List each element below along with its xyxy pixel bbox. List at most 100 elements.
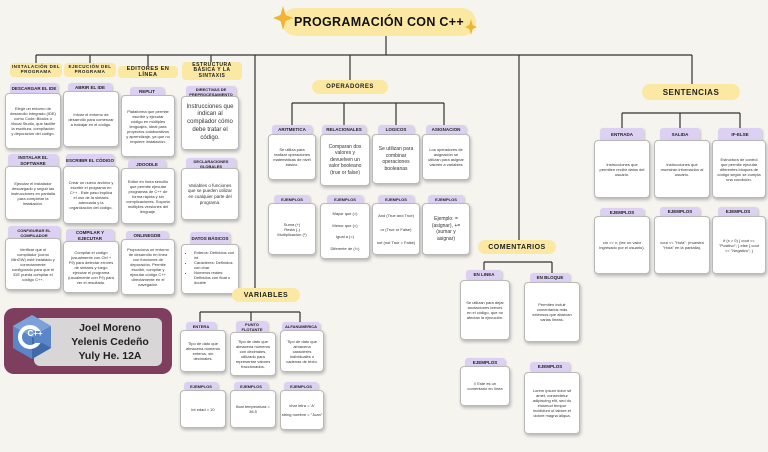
variable-label: PUNTO FLOTANTE — [236, 321, 268, 333]
example-card: And (True and True) or (True or False) n… — [372, 203, 420, 255]
example-card: Lorem ipsum dolor sit amet, consectetur … — [524, 372, 580, 434]
branch-ejecucion: EJECUCIÓN DEL PROGRAMA — [64, 63, 116, 77]
sentence-label: IF-ELSE — [718, 128, 762, 142]
author-name: Yuly He. 12A — [78, 350, 142, 362]
section-label: REPLIT — [130, 87, 164, 97]
example-item: Menor que (<) — [332, 222, 358, 228]
example-item: Igual a (=) — [335, 234, 355, 240]
section-card: Verificar que el compilador (como MinGW)… — [5, 238, 61, 290]
branch-editores: EDITORES EN LÍNEA — [118, 66, 178, 78]
page-title: PROGRAMACIÓN CON C++ — [294, 15, 464, 29]
comment-card: Permiten incluir comentarios más extenso… — [524, 282, 580, 342]
branch-variables: VARIABLES — [232, 288, 300, 302]
operator-card: Los operadores de asignación se utilizan… — [422, 134, 470, 180]
example-card: Ejemplo: = (asignar), += (sumar y asigna… — [422, 203, 470, 255]
branch-instalacion: INSTALACIÓN DEL PROGRAMA — [10, 63, 62, 77]
example-card: char letra = 'A' string nombre = "Juan" — [280, 390, 324, 430]
cpp-logo-icon — [13, 315, 51, 359]
operator-label: ASIGNACION — [426, 125, 466, 135]
example-card: Suma (+) Resta (-) Multiplicación (*) — [268, 203, 316, 255]
section-card: Editor en línea sencillo que permite eje… — [121, 168, 175, 224]
section-card: Proporciona un entorno de desarrollo en … — [121, 239, 175, 295]
comment-card: Se utilizan para dejar anotaciones breve… — [460, 280, 510, 340]
example-item: Resta (-) — [284, 226, 300, 232]
examples-label: EJEMPLOS — [660, 207, 700, 217]
example-item: string nombre = "Juan" — [281, 412, 323, 417]
variable-card: Tipo de dato que almacena números con de… — [230, 332, 276, 376]
example-item: or (True or False) — [380, 226, 412, 232]
sentence-label: SALIDA — [660, 128, 700, 142]
example-card: if (x > 0) { cout << "Positivo"; } else … — [712, 216, 766, 274]
section-label: COMPILAR Y EJECUTAR — [66, 229, 114, 243]
example-item: char letra = 'A' — [289, 403, 315, 408]
example-card: Mayor que (>) Menor que (<) Igual a (=) … — [320, 203, 370, 259]
comment-label: EN LINEA — [466, 270, 502, 280]
branch-estructura: ESTRUCTURA BÁSICA Y LA SINTAXIS — [182, 62, 242, 80]
example-card: cin >> x; (lee un valor ingresado por el… — [594, 216, 650, 274]
example-card: // Este es un comentario en línea — [460, 366, 510, 406]
section-label: ABRIR EL IDE — [68, 83, 112, 93]
examples-label: EJEMPLOS — [284, 382, 318, 391]
section-label: ESCRIBIR EL CÓDIGO — [66, 154, 114, 168]
variable-label: ALFANUMERICA — [282, 322, 320, 331]
sentence-card: Instrucciones que permiten recibir datos… — [594, 140, 650, 198]
example-item: Mayor que (>) — [332, 210, 358, 216]
section-card: Iniciar el entorno de desarrollo para co… — [63, 91, 119, 147]
author-name: Yelenis Cedeño — [71, 336, 149, 348]
section-label: CONFIGURAR EL COMPILADOR — [8, 226, 60, 240]
examples-label: EJEMPLOS — [530, 362, 570, 372]
example-item: not (not True = False) — [376, 240, 416, 246]
section-card: Variables o funciones que se pueden util… — [181, 168, 239, 220]
section-label: DESCARGAR EL IDE — [10, 83, 58, 95]
datos-item: Enteros: Definidos con int — [194, 250, 235, 260]
examples-label: EJEMPLOS — [600, 208, 644, 218]
branch-operadores: OPERADORES — [312, 80, 388, 94]
datos-item: Números reales: Definidos con float o do… — [194, 270, 235, 285]
section-card: Ejecutar el instalador descargado y segu… — [5, 166, 61, 220]
operator-label: LOGICOS — [378, 125, 414, 135]
section-label: INSTALAR EL SOFTWARE — [8, 154, 58, 168]
branch-sentencias: SENTENCIAS — [642, 84, 740, 100]
sentence-label: ENTRADA — [600, 128, 644, 142]
title-banner — [282, 8, 476, 36]
operator-card: Se utiliza para realizar operaciones mat… — [268, 134, 316, 180]
sparkle-icon-right — [465, 19, 477, 35]
variable-card: Tipo de dato que almacena números entero… — [180, 330, 226, 372]
branch-comentarios: COMENTARIOS — [478, 240, 556, 254]
variable-label: ENTERA — [186, 322, 216, 331]
variable-card: Tipo de dato que almacena caracteres ind… — [280, 330, 324, 372]
example-item: Suma (+) — [283, 221, 301, 227]
datos-item: Caracteres: Definidos con char — [194, 260, 235, 270]
section-label: DATOS BÁSICOS — [190, 232, 230, 246]
operator-label: ARITMETICA — [272, 125, 312, 135]
examples-label: EJEMPLOS — [718, 207, 758, 217]
section-card: Elegir un entorno de desarrollo integrad… — [5, 93, 61, 149]
operator-card: Comparan dos valores y devuelven un valo… — [320, 134, 370, 186]
example-card: cout << "Hola"; (muestra "Hola" en la pa… — [654, 216, 710, 274]
examples-label: EJEMPLOS — [378, 195, 414, 204]
authors-inner — [34, 318, 162, 366]
section-label: DECLARACIONES GLOBALES — [186, 158, 236, 170]
author-name: Joel Moreno — [79, 322, 141, 334]
operator-card: Se utilizan para combinar operaciones bo… — [372, 134, 420, 184]
examples-label: EJEMPLOS — [465, 358, 505, 368]
operator-label: RELACIONALES — [322, 125, 366, 135]
section-card: Compilar el código (usualmente con Ctrl … — [63, 241, 119, 293]
example-item: Multiplicación (*) — [277, 231, 307, 237]
section-card: Plataforma que permite escribir y ejecut… — [121, 95, 175, 157]
examples-label: EJEMPLOS — [184, 382, 218, 391]
example-item: Diferente de (!=) — [330, 246, 360, 252]
section-label: ONLINEGDB — [126, 231, 168, 241]
sparkle-icon — [273, 6, 293, 30]
examples-label: EJEMPLOS — [234, 382, 268, 391]
sentence-card: Estructura de control que permite ejecut… — [712, 140, 766, 198]
logo-text: C++ — [27, 329, 43, 338]
examples-label: EJEMPLOS — [274, 195, 310, 204]
example-card: int edad = 10 — [180, 390, 226, 428]
section-label: JDOODLE — [128, 160, 166, 170]
section-card: Crear un nuevo archivo y escribir el pro… — [63, 166, 119, 224]
section-card: Enteros: Definidos con int Caracteres: D… — [181, 244, 239, 294]
section-label: DIRECTIVAS DE PREPROCESAMIENTO — [186, 86, 236, 98]
example-item: And (True and True) — [378, 212, 414, 218]
